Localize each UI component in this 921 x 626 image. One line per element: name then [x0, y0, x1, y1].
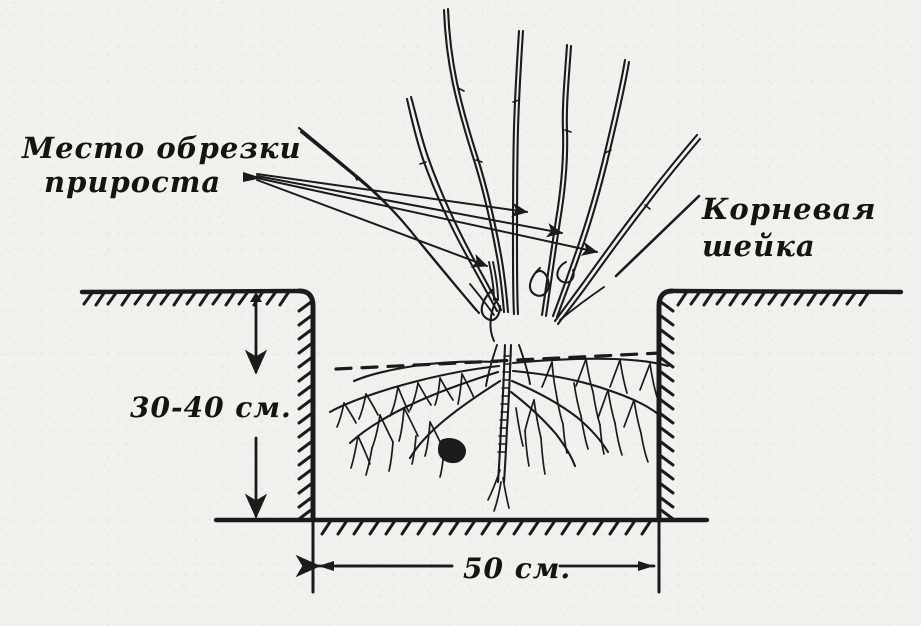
depth-dimension-label: 30-40 см.	[130, 391, 292, 424]
label-root-collar: Корневая шейка	[701, 192, 877, 263]
ground-surface-hatched	[79, 288, 904, 307]
width-dimension	[295, 554, 656, 578]
pruning-leader-lines	[243, 172, 598, 268]
planting-pit	[213, 288, 710, 594]
label-pruning: Место обрезки прироста	[21, 131, 302, 199]
pruning-label-line2: прироста	[44, 165, 221, 199]
root-collar-label-line1: Корневая	[701, 192, 877, 226]
shrub-branches	[297, 7, 702, 342]
root-collar-leader-line	[614, 194, 701, 278]
width-dimension-label: 50 см.	[463, 552, 571, 585]
depth-dimension	[214, 292, 315, 522]
dashed-soil-level-line	[334, 351, 662, 371]
root-collar-label-line2: шейка	[702, 229, 816, 263]
root-system	[328, 343, 670, 512]
pruning-label-line1: Место обрезки	[21, 131, 302, 165]
